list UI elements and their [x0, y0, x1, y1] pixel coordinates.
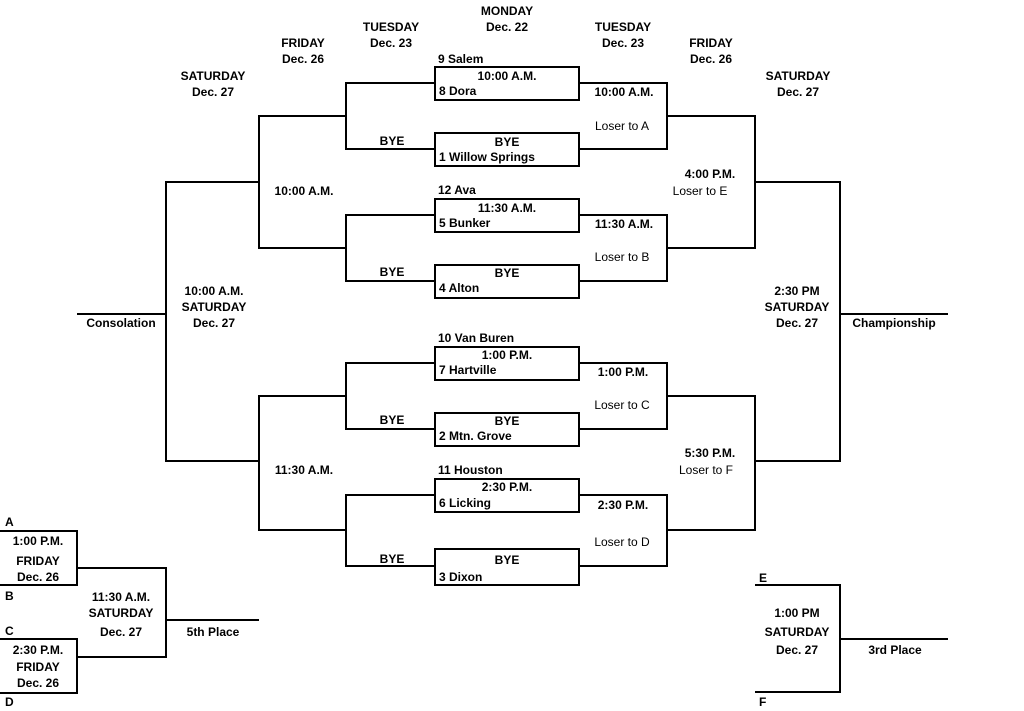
cons-quarter-4-time: 2:30 P.M. — [598, 498, 648, 512]
cons-semi-1-time: 4:00 P.M. — [685, 167, 735, 181]
monday-day: MONDAY — [481, 4, 533, 18]
friday-right-day: FRIDAY — [689, 36, 733, 50]
cons-semi-line-bottom — [667, 395, 756, 531]
saturday-left-day: SATURDAY — [181, 69, 246, 83]
third-slot-f: F — [759, 695, 766, 709]
fifth-slot-c: C — [5, 624, 14, 638]
game-time: BYE — [495, 553, 520, 567]
fifth-final-time: 11:30 A.M. — [92, 590, 150, 604]
championship-time: 2:30 PM — [774, 284, 819, 298]
team-bottom: 7 Hartville — [439, 363, 497, 377]
third-day: SATURDAY — [765, 625, 830, 639]
cons-semi-2-time: 5:30 P.M. — [685, 446, 735, 460]
championship-line — [755, 181, 841, 462]
game-time: BYE — [495, 414, 520, 428]
fifth-game-2-date: Dec. 26 — [17, 676, 59, 690]
cons-quarter-1-loser: Loser to A — [595, 119, 649, 133]
cons-quarter-2-time: 11:30 A.M. — [595, 217, 653, 231]
cons-quarter-1-time: 10:00 A.M. — [595, 85, 654, 99]
fifth-slot-a: A — [5, 515, 14, 529]
fifth-game-line-2 — [0, 638, 78, 694]
team-bottom: 8 Dora — [439, 84, 477, 98]
cons-semi-2-loser: Loser to F — [679, 463, 733, 477]
bye-label: BYE — [380, 265, 405, 279]
championship-date: Dec. 27 — [776, 316, 818, 330]
championship-label: Championship — [852, 316, 935, 330]
cons-quarter-4-loser: Loser to D — [594, 535, 650, 549]
game-time: 11:30 A.M. — [478, 201, 536, 215]
tuesday-right-date: Dec. 23 — [602, 36, 644, 50]
game-time: 2:30 P.M. — [482, 480, 532, 494]
team-bottom: 6 Licking — [439, 496, 491, 510]
saturday-right-date: Dec. 27 — [777, 85, 819, 99]
semi-bottom-time: 11:30 A.M. — [275, 463, 333, 477]
cons-quarter-2-loser: Loser to B — [595, 250, 650, 264]
team-bottom: 3 Dixon — [439, 570, 482, 584]
consolation-day: SATURDAY — [182, 300, 247, 314]
tuesday-left-date: Dec. 23 — [370, 36, 412, 50]
fifth-place-label: 5th Place — [187, 625, 240, 639]
friday-right-date: Dec. 26 — [690, 52, 732, 66]
cons-semi-1-loser: Loser to E — [673, 184, 728, 198]
fifth-final-date: Dec. 27 — [100, 625, 142, 639]
fifth-game-2-day: FRIDAY — [16, 660, 60, 674]
bye-label: BYE — [380, 413, 405, 427]
friday-left-day: FRIDAY — [281, 36, 325, 50]
game-time: BYE — [495, 135, 520, 149]
tuesday-left-day: TUESDAY — [363, 20, 419, 34]
third-place-label: 3rd Place — [868, 643, 922, 657]
consolation-line — [165, 181, 259, 462]
consolation-label: Consolation — [86, 316, 155, 330]
fifth-game-1-time: 1:00 P.M. — [13, 534, 63, 548]
fifth-game-line-1 — [0, 530, 78, 586]
fifth-final-day: SATURDAY — [89, 606, 154, 620]
third-slot-e: E — [759, 571, 767, 585]
team-top: 10 Van Buren — [438, 331, 514, 345]
game-time: 10:00 A.M. — [478, 69, 537, 83]
team-top: 12 Ava — [438, 183, 476, 197]
semi-top-time: 10:00 A.M. — [275, 184, 334, 198]
saturday-left-date: Dec. 27 — [192, 85, 234, 99]
cons-quarter-3-time: 1:00 P.M. — [598, 365, 648, 379]
third-time: 1:00 PM — [774, 606, 819, 620]
game-time: BYE — [495, 266, 520, 280]
team-bottom: 4 Alton — [439, 281, 479, 295]
fifth-game-1-day: FRIDAY — [16, 554, 60, 568]
friday-left-date: Dec. 26 — [282, 52, 324, 66]
fifth-slot-d: D — [5, 695, 14, 709]
bye-label: BYE — [380, 552, 405, 566]
championship-day: SATURDAY — [765, 300, 830, 314]
game-time: 1:00 P.M. — [482, 348, 532, 362]
tuesday-right-day: TUESDAY — [595, 20, 651, 34]
team-bottom: 5 Bunker — [439, 216, 491, 230]
team-top: 11 Houston — [438, 463, 503, 477]
cons-semi-line-top — [667, 115, 756, 249]
monday-date: Dec. 22 — [486, 20, 528, 34]
fifth-game-2-time: 2:30 P.M. — [13, 643, 63, 657]
fifth-final-line — [77, 567, 167, 658]
bye-label: BYE — [380, 134, 405, 148]
consolation-date: Dec. 27 — [193, 316, 235, 330]
team-bottom: 1 Willow Springs — [439, 150, 535, 164]
fifth-game-1-date: Dec. 26 — [17, 570, 59, 584]
third-date: Dec. 27 — [776, 643, 818, 657]
consolation-time: 10:00 A.M. — [185, 284, 244, 298]
team-bottom: 2 Mtn. Grove — [439, 429, 512, 443]
cons-quarter-3-loser: Loser to C — [594, 398, 650, 412]
bracket-lines — [0, 66, 948, 694]
team-top: 9 Salem — [438, 52, 483, 66]
semi-line-bottom — [258, 395, 346, 531]
saturday-right-day: SATURDAY — [766, 69, 831, 83]
semi-line-top — [258, 115, 346, 249]
fifth-slot-b: B — [5, 589, 14, 603]
